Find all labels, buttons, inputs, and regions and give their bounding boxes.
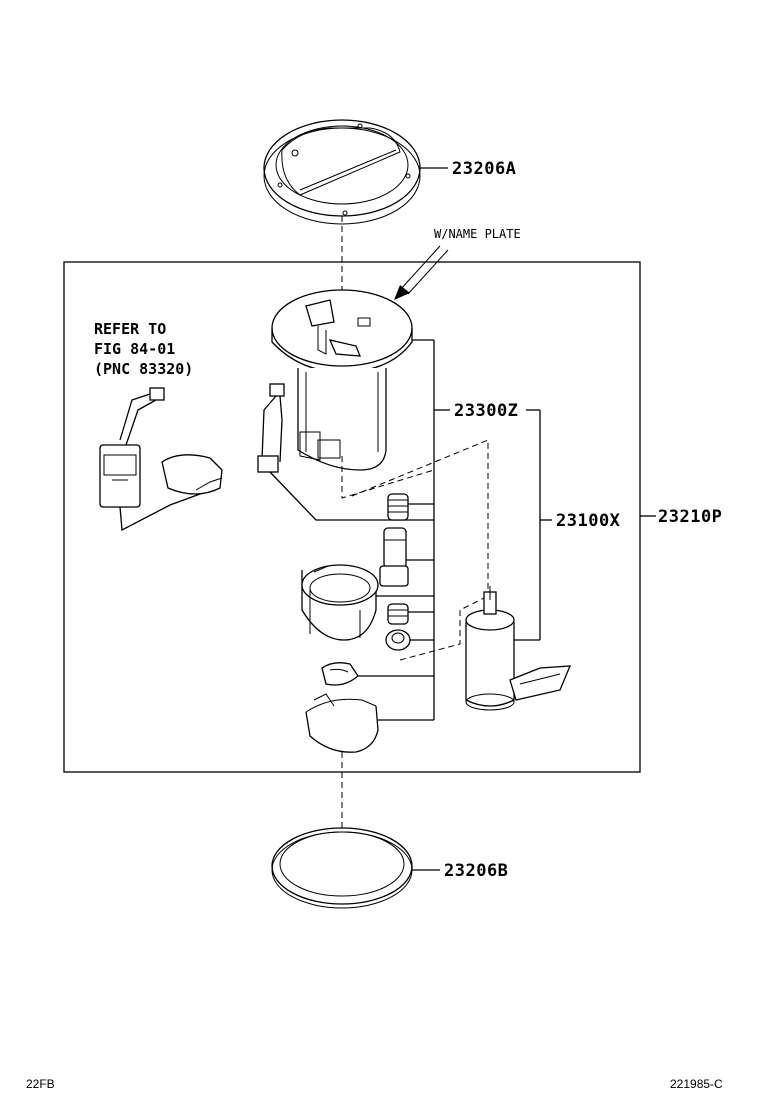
lower-bracket[interactable]: [305, 693, 379, 753]
footer-left-code: 22FB: [26, 1077, 55, 1091]
leaders-23300Z: [358, 339, 450, 721]
pump-holder-cup[interactable]: [301, 564, 379, 641]
label-23206A[interactable]: 23206A: [452, 159, 516, 179]
pipe-joint[interactable]: [379, 527, 409, 587]
refer-note-line3[interactable]: (PNC 83320): [94, 360, 193, 378]
footer-right-code: 221985-C: [670, 1077, 723, 1091]
top-gasket-ring[interactable]: [263, 119, 421, 225]
assembly-box-23210P: [63, 261, 641, 773]
name-plate-note: W/NAME PLATE: [434, 227, 521, 241]
guide-line-1: [341, 456, 435, 499]
pump-housing-assembly[interactable]: [271, 289, 413, 471]
retaining-clip[interactable]: [321, 662, 359, 686]
refer-note-line2[interactable]: FIG 84-01: [94, 340, 175, 358]
small-spring-bottom[interactable]: [387, 603, 409, 625]
label-23206B[interactable]: 23206B: [444, 861, 508, 881]
label-23100X[interactable]: 23100X: [556, 511, 621, 531]
fuel-sender-gauge[interactable]: [99, 387, 223, 532]
label-23210P[interactable]: 23210P: [658, 507, 722, 527]
label-23300Z[interactable]: 23300Z: [454, 401, 518, 421]
refer-note-line1: REFER TO: [94, 320, 166, 338]
small-spring-top[interactable]: [387, 493, 409, 521]
guide-line-3: [399, 595, 489, 661]
small-nut[interactable]: [385, 629, 411, 651]
leaders-23100X: [514, 409, 552, 641]
fuel-pump-motor[interactable]: [465, 586, 572, 711]
bottom-gasket-ring[interactable]: [271, 827, 413, 909]
name-plate-arrow: [394, 245, 449, 300]
